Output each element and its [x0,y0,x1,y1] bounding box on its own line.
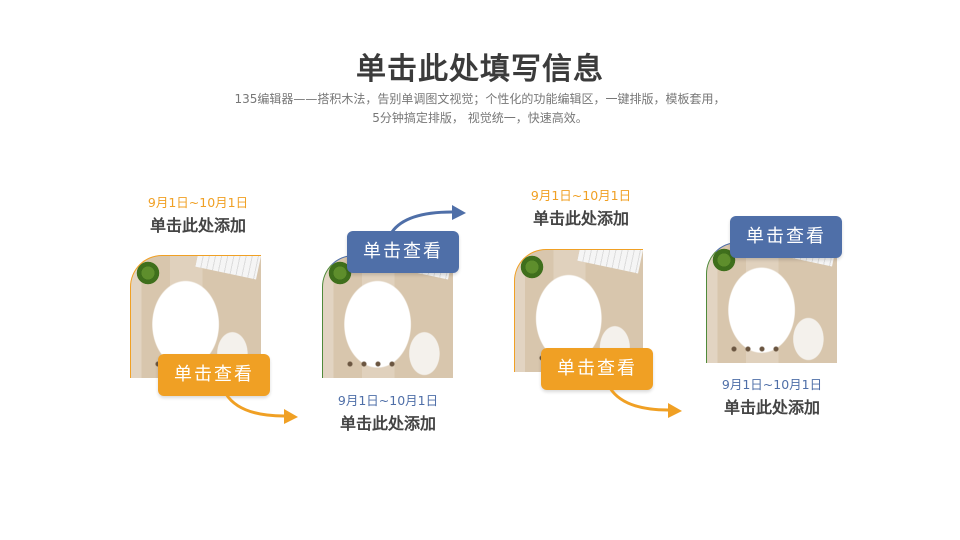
item-1-date: 9月1日~10月1日 [147,195,249,210]
item-4-view-button[interactable]: 单击查看 [730,216,842,258]
item-2-arrow-icon [390,205,466,233]
item-1-photo [130,255,261,378]
item-2-date: 9月1日~10月1日 [337,393,439,408]
item-3-label: 单击此处添加 [532,209,629,228]
item-1-label: 单击此处添加 [149,216,246,235]
item-3-arrow-icon [608,387,682,418]
plant-icon [519,254,545,280]
item-4-photo [706,242,837,363]
keyboard-image [195,256,261,280]
subtitle-line-1: 135编辑器——搭积木法，告别单调图文视觉；个性化的功能编辑区，一键排版，模板套… [234,92,726,106]
item-3-date: 9月1日~10月1日 [530,188,632,203]
item-1-view-button[interactable]: 单击查看 [158,354,270,396]
page-title: 单击此处填写信息 [356,52,604,87]
page-subtitle: 135编辑器——搭积木法，告别单调图文视觉；个性化的功能编辑区，一键排版，模板套… [190,90,770,128]
decor-dots [343,360,403,368]
item-4-date: 9月1日~10月1日 [721,377,823,392]
plant-icon [135,260,161,286]
item-2-photo [322,255,453,378]
item-2-view-button[interactable]: 单击查看 [347,231,459,273]
item-2-label: 单击此处添加 [339,414,436,433]
subtitle-line-2: 5分钟搞定排版， 视觉统一，快速高效。 [372,111,588,125]
keyboard-image [577,250,643,274]
item-1-arrow-icon [224,393,298,424]
item-3-view-button[interactable]: 单击查看 [541,348,653,390]
item-4-label: 单击此处添加 [723,398,820,417]
decor-dots [727,345,787,353]
